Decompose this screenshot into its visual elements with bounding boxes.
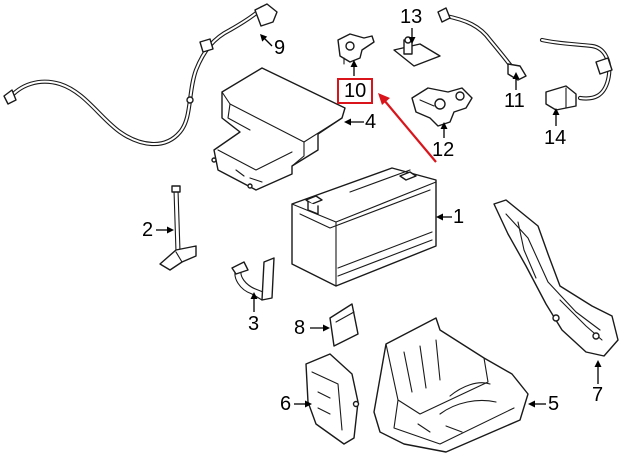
part-8-plate [329,303,359,347]
callout-5: 5 [548,393,560,415]
leader-lines [156,28,602,408]
callout-14: 14 [544,127,567,149]
part-11-cable [437,7,527,81]
part-12-terminal-assembly [411,87,473,127]
callout-13: 13 [400,6,423,28]
callout-8: 8 [294,317,306,339]
callout-12: 12 [432,139,455,161]
callout-7: 7 [592,384,604,406]
callout-10: 10 [344,80,367,102]
callout-11: 11 [504,90,525,112]
part-4-battery-cover [211,67,346,191]
part-1-battery [291,167,437,287]
part-9-cable [3,3,278,147]
highlight-arrow [378,93,437,163]
part-3-bracket [231,257,275,301]
part-2-hold-down-rod [159,185,197,271]
part-7-support-bracket [493,199,619,357]
part-10-terminal [337,33,375,65]
part-14-cable [539,37,613,111]
callout-9: 9 [274,37,286,59]
callout-4: 4 [365,111,377,133]
part-5-battery-tray [373,317,529,453]
callout-2: 2 [142,219,154,241]
callout-3: 3 [248,313,260,335]
part-13-connector [393,36,441,67]
callout-10-highlight-box [337,78,373,104]
callout-6: 6 [280,393,292,415]
callout-1: 1 [453,206,465,228]
part-6-side-shield [305,353,360,445]
